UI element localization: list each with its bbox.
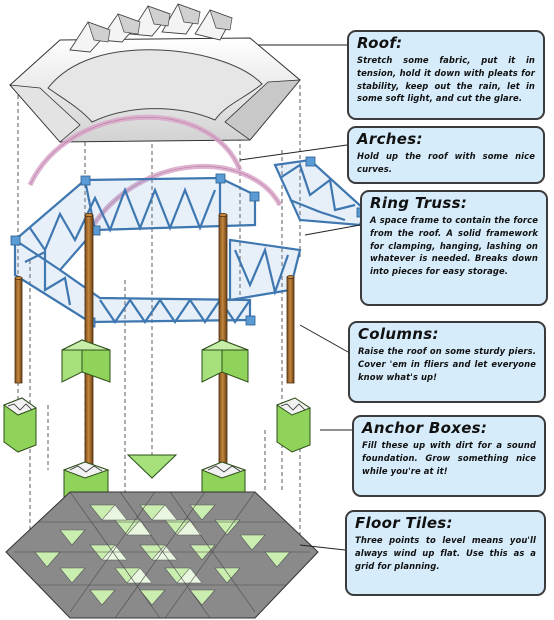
floor-tiles-description: Three points to level means you'll alway… <box>355 535 536 571</box>
arches-description: Hold up the roof with some nice curves. <box>357 151 535 174</box>
ring-truss-title: Ring Truss: <box>370 194 468 212</box>
floor-tile-grid-icon <box>5 491 319 619</box>
floor-tiles-callout: Floor Tiles: Three points to level means… <box>345 510 546 596</box>
ring-truss-description: A space frame to contain the force from … <box>370 215 538 277</box>
anchor-boxes-description: Fill these up with dirt for a sound foun… <box>362 440 536 476</box>
arches-callout: Arches: Hold up the roof with some nice … <box>347 126 545 184</box>
anchor-boxes-title: Anchor Boxes: <box>362 419 488 437</box>
ring-truss-callout: Ring Truss: A space frame to contain the… <box>360 190 548 306</box>
guide-lines <box>17 85 301 560</box>
columns-callout: Columns: Raise the roof on some sturdy p… <box>348 321 546 403</box>
anchor-boxes-callout: Anchor Boxes: Fill these up with dirt fo… <box>352 415 546 497</box>
ring-truss-icon <box>13 158 367 324</box>
floor-tiles-title: Floor Tiles: <box>355 514 453 532</box>
roof-description: Stretch some fabric, put it in tension, … <box>357 55 535 104</box>
leader-lines <box>239 44 361 551</box>
arches-title: Arches: <box>357 130 423 148</box>
roof-callout: Roof: Stretch some fabric, put it in ten… <box>347 30 545 120</box>
roof-title: Roof: <box>357 34 403 52</box>
anchor-box-icon <box>2 339 312 509</box>
columns-description: Raise the roof on some sturdy piers. Cov… <box>358 346 536 382</box>
columns-title: Columns: <box>358 325 439 343</box>
roof-fabric-icon <box>9 3 301 143</box>
